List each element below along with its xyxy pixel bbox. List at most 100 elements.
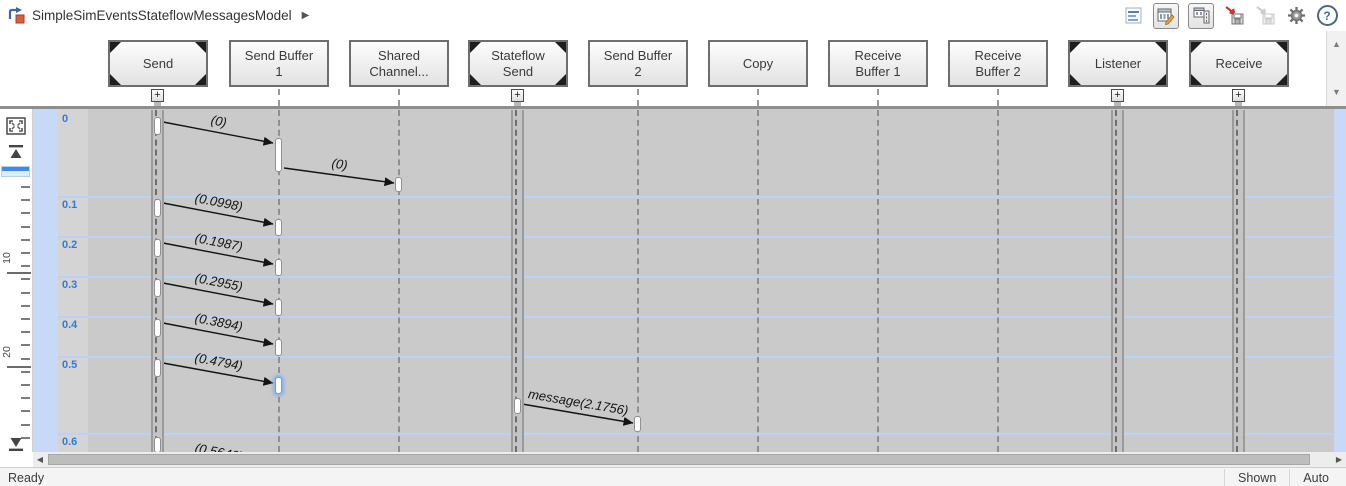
message-arrow[interactable] (162, 322, 274, 347)
composite-corner-icon (555, 42, 566, 53)
settings-gear-icon[interactable] (1285, 5, 1307, 27)
lifeline-stateflow-send[interactable] (511, 110, 524, 452)
lifeline-copy[interactable] (757, 110, 759, 452)
ruler-tick (21, 344, 30, 347)
expand-plus-icon[interactable]: + (1111, 89, 1124, 102)
message-arrow[interactable] (162, 121, 274, 146)
status-bar: Ready Shown Auto (0, 467, 1346, 486)
message-label[interactable]: (0.5646) (194, 440, 244, 452)
horizontal-scrollbar-thumb[interactable] (48, 454, 1310, 465)
activation-bar[interactable] (275, 377, 282, 394)
activation-bar[interactable] (275, 219, 282, 236)
left-highlight-gutter (33, 109, 58, 452)
lifeline-header-send[interactable]: Send (108, 40, 208, 87)
activation-bar[interactable] (154, 279, 161, 297)
message-label[interactable]: (0) (210, 112, 228, 130)
message-arrow[interactable] (521, 403, 634, 426)
lifeline-header-tail (997, 89, 999, 106)
canvas-top-border (0, 106, 1346, 109)
composite-corner-icon (1191, 74, 1202, 85)
activation-bar[interactable] (154, 117, 161, 135)
lifeline-receive-buffer-2[interactable] (997, 110, 999, 452)
activation-bar[interactable] (634, 416, 641, 432)
message-arrow[interactable] (162, 362, 274, 386)
go-to-bottom-button[interactable] (4, 433, 28, 452)
activation-bar[interactable] (275, 339, 282, 356)
go-to-top-button[interactable] (4, 141, 28, 163)
expand-plus-icon[interactable]: + (511, 89, 524, 102)
lifeline-stub (1114, 102, 1121, 107)
ruler-tick (21, 278, 30, 281)
activation-bar[interactable] (275, 259, 282, 276)
scroll-left-icon[interactable]: ◀ (36, 455, 44, 464)
time-label: 0.4 (62, 319, 78, 331)
sequence-diagram-canvas[interactable]: (0)(0)(0.0998)(0.1987)(0.2955)(0.3894)(0… (88, 110, 1334, 452)
status-indicators: Shown Auto (1224, 468, 1342, 486)
activation-bar[interactable] (395, 177, 402, 192)
breadcrumb-arrow-icon[interactable]: ▶ (301, 10, 310, 21)
timeline-slider-thumb[interactable] (1, 166, 30, 177)
composite-corner-icon (195, 42, 206, 53)
ruler-tick (21, 318, 30, 320)
scroll-up-icon[interactable]: ▲ (1332, 39, 1341, 49)
scroll-down-icon[interactable]: ▼ (1332, 87, 1341, 97)
lifeline-header-tail (398, 89, 400, 106)
message-label[interactable]: (0) (331, 156, 349, 173)
activation-bar[interactable] (154, 319, 161, 337)
horizontal-scrollbar[interactable]: ◀ ▶ (33, 452, 1346, 467)
message-arrow[interactable] (162, 242, 274, 267)
lifeline-header-listener[interactable]: Listener (1068, 40, 1168, 87)
lifeline-receive-buffer-1[interactable] (877, 110, 879, 452)
ruler-tick (21, 304, 30, 307)
scroll-right-icon[interactable]: ▶ (1335, 455, 1343, 464)
activation-bar[interactable] (275, 299, 282, 316)
lifeline-header-tail (278, 89, 280, 106)
activation-bar[interactable] (154, 239, 161, 257)
lifeline-send-buffer-1[interactable] (278, 110, 280, 452)
lifeline-listener[interactable] (1111, 110, 1124, 452)
header-scrollbar[interactable]: ▲ ▼ (1326, 31, 1346, 106)
edit-sequence-icon[interactable] (1153, 2, 1179, 29)
lifeline-receive[interactable] (1232, 110, 1245, 452)
ruler-tick (21, 331, 30, 334)
lifeline-stub (514, 102, 521, 107)
ruler-major-tick (7, 366, 31, 368)
export-diagram-icon[interactable] (1223, 5, 1245, 27)
message-arrow[interactable] (283, 167, 395, 187)
message-arrow[interactable] (162, 282, 274, 307)
message-arrow[interactable] (162, 202, 274, 227)
activation-bar[interactable] (275, 138, 282, 172)
lifeline-header-receive[interactable]: Receive (1189, 40, 1289, 87)
export-selection-icon[interactable] (1254, 5, 1276, 27)
lifeline-header-copy[interactable]: Copy (708, 40, 808, 87)
activation-bar[interactable] (154, 359, 161, 377)
activation-bar[interactable] (154, 437, 161, 452)
diagram-canvas-background (88, 109, 1334, 452)
lifeline-send-buffer-2[interactable] (637, 110, 639, 452)
expand-plus-icon[interactable]: + (151, 89, 164, 102)
lifeline-visibility-icon[interactable] (1188, 2, 1214, 29)
toolbar: ? (1122, 2, 1338, 29)
ruler-tick (21, 186, 30, 188)
ruler-tick (21, 265, 30, 268)
activation-bar[interactable] (514, 398, 521, 414)
breadcrumb-model-name[interactable]: SimpleSimEventsStateflowMessagesModel (32, 8, 292, 23)
fit-to-view-button[interactable] (4, 115, 28, 137)
expand-plus-icon[interactable]: + (1232, 89, 1245, 102)
title-bar: SimpleSimEventsStateflowMessagesModel ▶ … (0, 0, 1346, 32)
help-icon[interactable]: ? (1316, 5, 1338, 27)
activation-bar[interactable] (154, 199, 161, 217)
lifeline-shared-channel[interactable] (398, 110, 400, 452)
log-panel-icon[interactable] (1122, 5, 1144, 27)
